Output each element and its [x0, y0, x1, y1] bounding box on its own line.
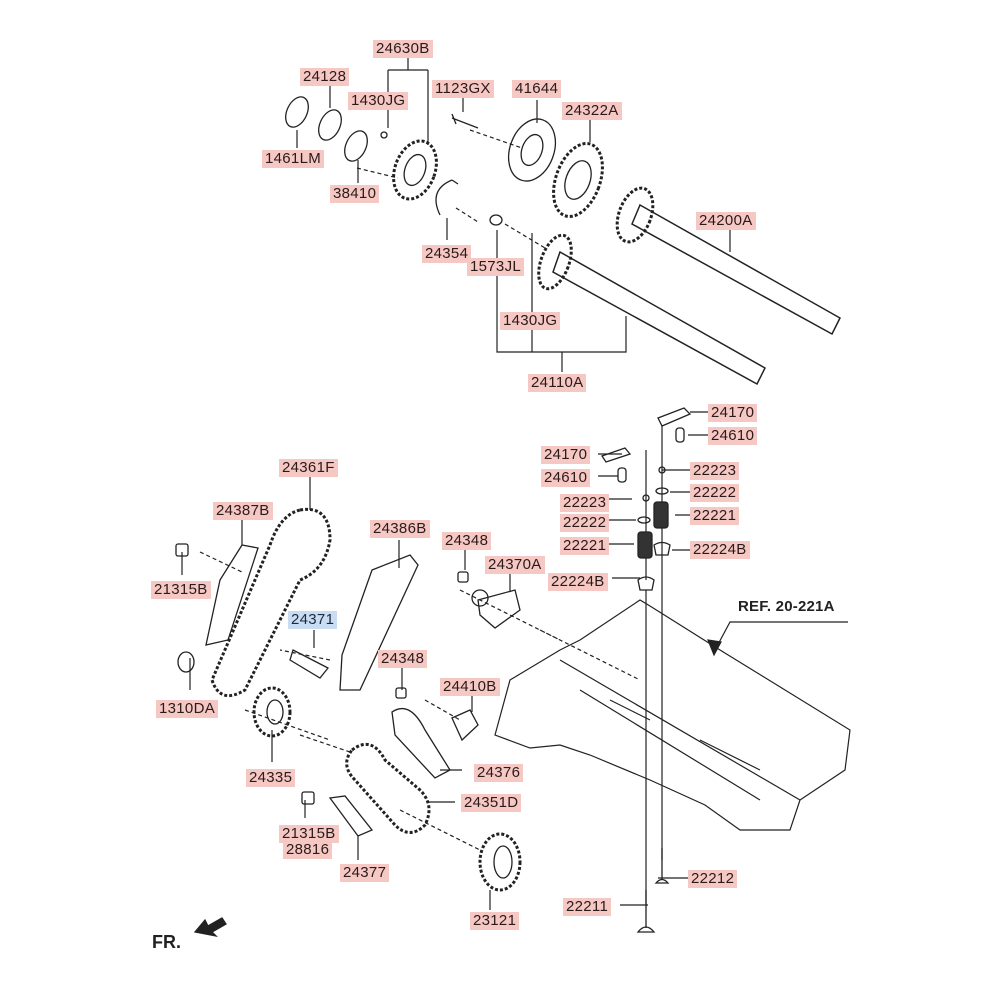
- part-label-38410[interactable]: 38410: [330, 185, 380, 203]
- timing-parts: [175, 507, 522, 892]
- tensioner-24371: [289, 649, 330, 679]
- cylinder-head: [494, 599, 851, 831]
- part-label-1123gx[interactable]: 1123GX: [432, 80, 494, 98]
- part-label-24610[interactable]: 24610: [541, 469, 591, 487]
- tensioner-24410b: [451, 709, 479, 742]
- part-label-24351d[interactable]: 24351D: [461, 794, 522, 812]
- pin-1430jg: [380, 131, 388, 139]
- guide-24386b: [339, 554, 419, 691]
- valves: [636, 848, 670, 933]
- sprocket-24110a: [537, 233, 573, 291]
- guide-24377: [328, 795, 374, 837]
- bolt-24348-b: [395, 687, 407, 699]
- part-label-41644[interactable]: 41644: [512, 80, 562, 98]
- part-label-1573jl[interactable]: 1573JL: [467, 258, 525, 276]
- part-label-24322a[interactable]: 24322A: [562, 102, 622, 120]
- front-arrow-icon: [193, 917, 227, 938]
- part-label-24110a[interactable]: 24110A: [528, 374, 587, 392]
- part-label-22221[interactable]: 22221: [560, 537, 610, 555]
- part-label-22222[interactable]: 22222: [690, 484, 740, 502]
- part-label-24630b[interactable]: 24630B: [373, 40, 433, 58]
- part-label-24387b[interactable]: 24387B: [213, 502, 273, 520]
- part-label-22212[interactable]: 22212: [688, 870, 738, 888]
- gear-24322a: [552, 142, 604, 218]
- part-label-24354[interactable]: 24354: [422, 245, 472, 263]
- bolt-24348-a: [457, 571, 469, 583]
- part-label-24335[interactable]: 24335: [246, 769, 296, 787]
- part-label-24170[interactable]: 24170: [708, 404, 758, 422]
- part-label-22224b[interactable]: 22224B: [690, 541, 750, 559]
- spring-22221-a: [653, 501, 669, 529]
- sprocket-23121: [478, 832, 522, 892]
- rocker-24170-a: [657, 407, 692, 427]
- part-label-22211[interactable]: 22211: [563, 898, 612, 916]
- clip-24354: [435, 179, 459, 216]
- sprocket-24630b: [392, 139, 438, 201]
- ring-24128: [318, 109, 342, 141]
- plate-41644: [507, 118, 557, 182]
- part-label-21315b[interactable]: 21315B: [279, 825, 339, 843]
- part-label-24128[interactable]: 24128: [300, 68, 350, 86]
- sprocket-24335: [252, 686, 292, 738]
- lash-adjuster-24610-b: [617, 467, 627, 483]
- chain-24361f: [210, 507, 332, 698]
- part-label-21315b[interactable]: 21315B: [151, 581, 211, 599]
- part-label-1461lm[interactable]: 1461LM: [262, 150, 325, 168]
- part-label-1430jg[interactable]: 1430JG: [500, 312, 561, 330]
- part-label-22223[interactable]: 22223: [690, 462, 740, 480]
- part-label-24361f[interactable]: 24361F: [279, 459, 338, 477]
- part-label-22223[interactable]: 22223: [560, 494, 610, 512]
- camshaft-24200a: [631, 203, 841, 336]
- part-label-23121[interactable]: 23121: [470, 912, 520, 930]
- part-label-24348[interactable]: 24348: [378, 650, 428, 668]
- seal-38410: [344, 130, 368, 162]
- part-label-24370a[interactable]: 24370A: [485, 556, 545, 574]
- part-label-1310da[interactable]: 1310DA: [156, 700, 219, 718]
- valve-22211: [636, 890, 656, 933]
- part-label-24410b[interactable]: 24410B: [440, 678, 500, 696]
- chain-24351d: [345, 742, 431, 834]
- part-label-24371[interactable]: 24371: [288, 611, 338, 629]
- valve-22212: [654, 848, 670, 884]
- bolt-1123gx: [451, 113, 479, 129]
- part-label-24377[interactable]: 24377: [340, 864, 390, 882]
- cap-1573jl: [489, 214, 503, 226]
- sprocket-24200a: [615, 186, 655, 244]
- part-label-28816[interactable]: 28816: [283, 841, 333, 859]
- part-label-24348[interactable]: 24348: [442, 532, 492, 550]
- snap-ring-1461lm: [285, 96, 309, 128]
- guide-24387b: [205, 544, 259, 646]
- part-label-22224b[interactable]: 22224B: [548, 573, 608, 591]
- rocker-24170-b: [600, 447, 632, 463]
- part-label-24376[interactable]: 24376: [474, 764, 524, 782]
- guide-24376: [391, 707, 451, 779]
- part-label-24200a[interactable]: 24200A: [696, 212, 756, 230]
- camshaft-parts: [285, 96, 841, 386]
- lash-adjuster-24610-a: [675, 427, 685, 443]
- tensioner-24370a: [477, 589, 521, 629]
- bolt-21315b: [175, 543, 189, 557]
- spring-22221-b: [637, 531, 653, 559]
- part-label-24610[interactable]: 24610: [708, 427, 758, 445]
- part-label-22222[interactable]: 22222: [560, 514, 610, 532]
- part-label-1430jg[interactable]: 1430JG: [348, 92, 409, 110]
- camshaft-24110a: [552, 250, 766, 386]
- reference-label[interactable]: REF. 20-221A: [738, 598, 835, 615]
- part-label-24386b[interactable]: 24386B: [370, 520, 430, 538]
- bolt-21315b-lower: [301, 791, 315, 805]
- part-label-24170[interactable]: 24170: [541, 446, 591, 464]
- nut-1310da: [177, 651, 195, 673]
- valve-train-parts: [600, 407, 692, 591]
- leader-lines: [181, 58, 848, 910]
- front-marker: FR.: [152, 932, 181, 952]
- part-label-22221[interactable]: 22221: [690, 507, 740, 525]
